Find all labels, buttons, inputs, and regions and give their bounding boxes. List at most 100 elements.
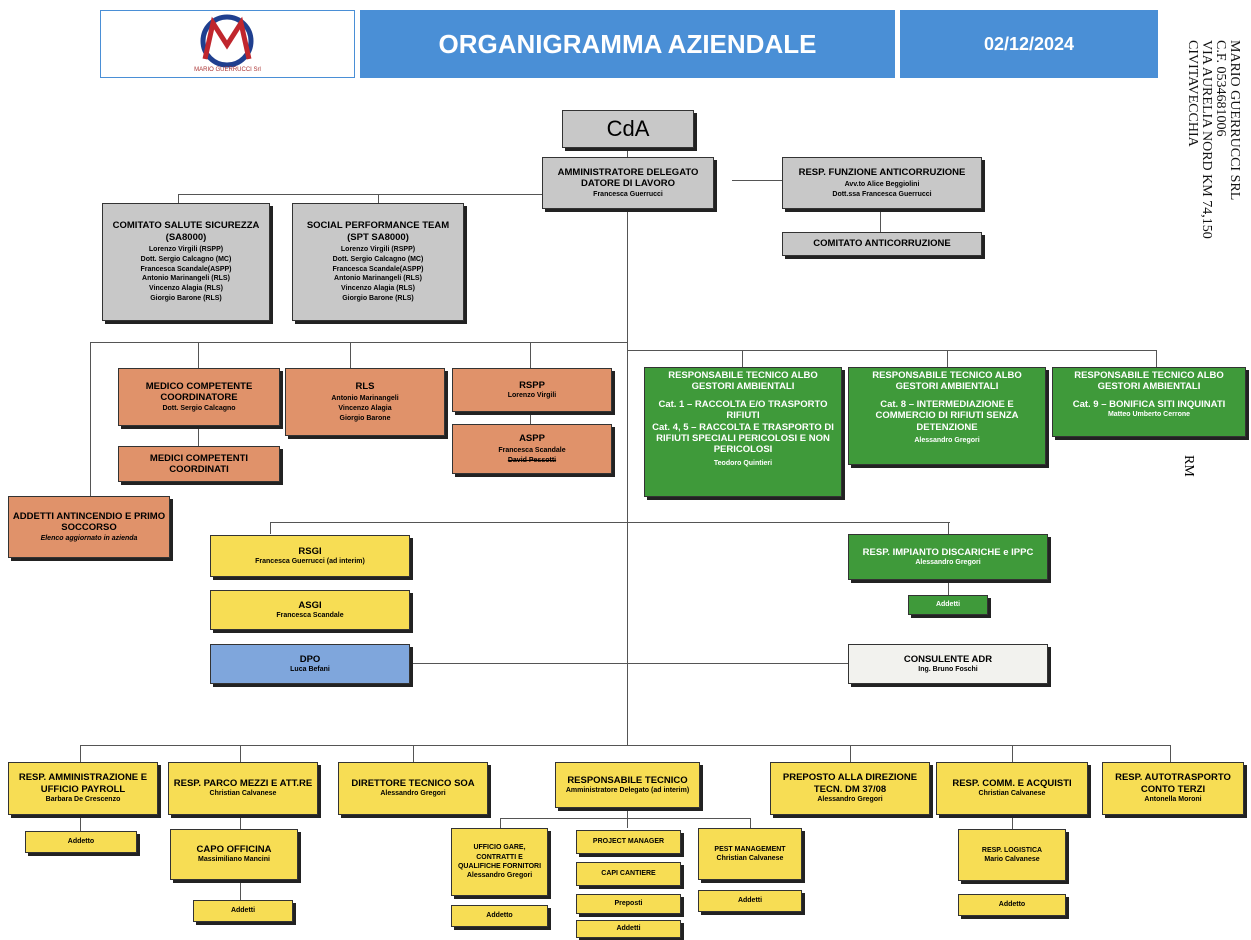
member: Francesca Scandale xyxy=(498,446,566,454)
connector xyxy=(90,342,91,497)
member-list: Avv.to Alice Beggiolini Dott.ssa Frances… xyxy=(832,180,931,200)
node-ufficio-gare: UFFICIO GARE, CONTRATTI E QUALIFICHE FOR… xyxy=(451,828,548,896)
node-title: Addetti xyxy=(935,601,961,609)
node-preposto-dm: PREPOSTO ALLA DIREZIONE TECN. DM 37/08 A… xyxy=(770,762,930,815)
member: Dott. Sergio Calcagno (MC) xyxy=(140,255,232,263)
node-title: UFFICIO GARE, CONTRATTI E QUALIFICHE FOR… xyxy=(457,844,542,870)
member: Giorgio Barone (RLS) xyxy=(150,294,222,302)
node-title: Addetti xyxy=(616,925,641,933)
node-rsgi: RSGI Francesca Guerrucci (ad interim) xyxy=(210,535,410,577)
member: Dott.ssa Francesca Guerrucci xyxy=(832,190,932,198)
node-title: RSPP xyxy=(519,379,545,391)
node-person: Christian Calvanese xyxy=(209,790,277,798)
node-albo-cat-1-4-5: RESPONSABILE TECNICO ALBO GESTORI AMBIEN… xyxy=(644,367,842,497)
node-resp-autotrasporto: RESP. AUTOTRASPORTO CONTO TERZI Antonell… xyxy=(1102,762,1244,815)
node-responsabile-tecnico: RESPONSABILE TECNICO Amministratore Dele… xyxy=(555,762,700,808)
node-person: Massimiliano Mancini xyxy=(198,856,270,864)
node-title: Addetto xyxy=(486,912,513,920)
connector xyxy=(240,745,241,762)
node-title: DPO xyxy=(299,653,321,665)
connector xyxy=(410,663,848,664)
node-direttore-tecnico-soa: DIRETTORE TECNICO SOA Alessandro Gregori xyxy=(338,762,488,815)
stamp-line-1: MARIO GUERRUCCI SRL xyxy=(1227,40,1242,201)
node-title: RESP. FUNZIONE ANTICORRUZIONE xyxy=(798,166,966,178)
node-title: RESPONSABILE TECNICO ALBO GESTORI AMBIEN… xyxy=(872,370,1022,393)
node-title: Addetto xyxy=(998,901,1026,909)
node-title: RLS xyxy=(355,380,375,392)
node-person: Christian Calvanese xyxy=(978,790,1046,798)
node-title: RESP. AUTOTRASPORTO CONTO TERZI xyxy=(1115,772,1231,795)
node-cda: CdA xyxy=(562,110,694,148)
node-title: RESP. IMPIANTO DISCARICHE e IPPC xyxy=(862,546,1034,558)
node-person: Luca Befani xyxy=(290,665,330,673)
connector xyxy=(270,522,950,523)
node-title: RESPONSABILE TECNICO xyxy=(567,774,688,786)
node-resp-parco-mezzi: RESP. PARCO MEZZI E ATT.RE Christian Cal… xyxy=(168,762,318,815)
member-list: Lorenzo Virgili (RSPP) Dott. Sergio Calc… xyxy=(140,245,231,304)
node-amministratore-delegato: AMMINISTRATORE DELEGATO DATORE DI LAVORO… xyxy=(542,157,714,209)
node-resp-impianto-discariche: RESP. IMPIANTO DISCARICHE e IPPC Alessan… xyxy=(848,534,1048,580)
node-person: Alessandro Gregori xyxy=(915,558,981,566)
node-person: Christian Calvanese xyxy=(716,855,784,862)
node-title: CAPO OFFICINA xyxy=(196,844,272,856)
node-preposti: Preposti xyxy=(576,894,681,914)
member: Vincenzo Alagia (RLS) xyxy=(149,285,223,293)
connector xyxy=(413,745,414,762)
node-title: ADDETTI ANTINCENDIO E PRIMO SOCCORSO xyxy=(12,510,166,534)
logo-subtext: MARIO GUERRUCCI Srl xyxy=(194,67,261,73)
member: Vincenzo Alagia (RLS) xyxy=(341,285,415,293)
node-title: RESPONSABILE TECNICO ALBO GESTORI AMBIEN… xyxy=(1074,370,1224,393)
connector xyxy=(378,194,379,204)
node-person: Francesca Scandale xyxy=(276,611,344,619)
node-person: Barbara De Crescenzo xyxy=(45,796,121,804)
node-title: RESP. COMM. E ACQUISTI xyxy=(952,778,1072,790)
connector xyxy=(627,145,628,157)
node-pm-addetti: Addetti xyxy=(576,920,681,938)
node-social-performance-team: SOCIAL PERFORMANCE TEAM (SPT SA8000) Lor… xyxy=(292,203,464,321)
connector xyxy=(627,200,628,745)
node-discariche-addetti: Addetti xyxy=(908,595,988,615)
node-title: ASGI xyxy=(298,599,322,611)
node-pest-addetti: Addetti xyxy=(698,890,802,912)
node-title: PROJECT MANAGER xyxy=(592,838,665,846)
connector xyxy=(80,745,1170,746)
node-title: Addetti xyxy=(737,897,763,905)
connector xyxy=(240,815,241,829)
node-person: Francesca Guerrucci xyxy=(593,190,663,198)
node-title: Preposti xyxy=(614,900,643,908)
node-title: COMITATO ANTICORRUZIONE xyxy=(813,238,951,250)
member: Francesca Scandale(ASPP) xyxy=(140,265,232,273)
node-pest-management: PEST MANAGEMENT Christian Calvanese xyxy=(698,828,802,880)
stamp-line-4: CIVITAVECCHIA xyxy=(1185,40,1200,147)
node-title: PREPOSTO ALLA DIREZIONE TECN. DM 37/08 xyxy=(782,772,918,795)
node-rls: RLS Antonio Marinangeli Vincenzo Alagia … xyxy=(285,368,445,436)
member: Lorenzo Virgili (RSPP) xyxy=(340,246,416,253)
connector xyxy=(350,342,351,369)
mg-logo-icon xyxy=(200,14,254,68)
node-description: Cat. 1 – RACCOLTA E/O TRASPORTO RIFIUTI xyxy=(658,398,828,422)
connector xyxy=(80,745,81,762)
connector xyxy=(948,580,949,595)
stamp-line-3: VIA AURELIA NORD KM 74,150 xyxy=(1199,40,1214,239)
document-date: 02/12/2024 xyxy=(900,10,1158,78)
connector xyxy=(178,194,628,195)
connector xyxy=(178,194,179,204)
node-description: Cat. 9 – BONIFICA SITI INQUINATI xyxy=(1072,398,1226,410)
connector xyxy=(80,815,81,831)
node-officina-addetti: Addetti xyxy=(193,900,293,922)
node-title: CAPI CANTIERE xyxy=(601,870,656,878)
node-aspp: ASPP Francesca Scandale David Pessotti xyxy=(452,424,612,474)
node-capi-cantiere: CAPI CANTIERE xyxy=(576,862,681,886)
node-rspp: RSPP Lorenzo Virgili xyxy=(452,368,612,412)
node-person: Dott. Sergio Calcagno xyxy=(162,404,236,412)
node-capo-officina: CAPO OFFICINA Massimiliano Mancini xyxy=(170,829,298,880)
company-logo: MARIO GUERRUCCI Srl xyxy=(100,10,355,78)
connector xyxy=(500,818,501,828)
node-title: MEDICI COMPETENTI COORDINATI xyxy=(149,452,249,475)
member-list: Francesca Scandale David Pessotti xyxy=(498,446,565,466)
connector xyxy=(850,745,851,762)
node-title: RSGI xyxy=(298,545,322,557)
member: Antonio Marinangeli (RLS) xyxy=(334,275,422,283)
node-resp-logistica: RESP. LOGISTICA Mario Calvanese xyxy=(958,829,1066,881)
member: Lorenzo Virgili (RSPP) xyxy=(148,246,224,253)
